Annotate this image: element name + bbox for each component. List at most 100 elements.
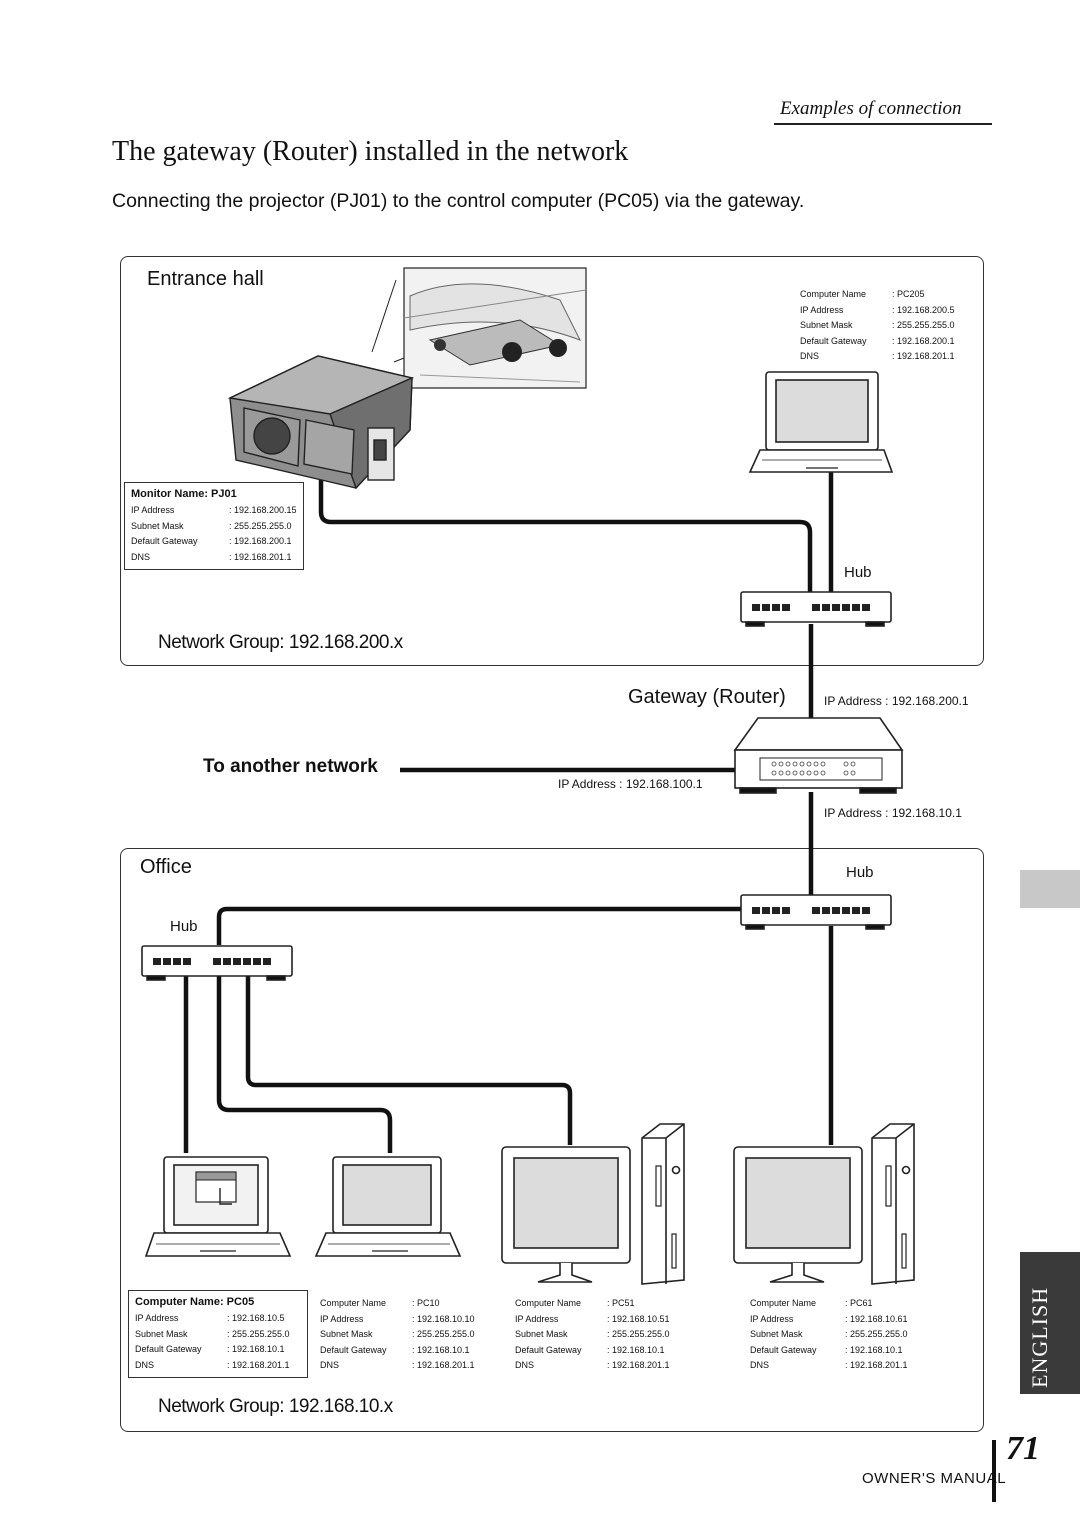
field-label: Subnet Mask: [515, 1329, 568, 1339]
pc10-info: Computer Name: PC10 IP Address: 192.168.…: [320, 1296, 475, 1374]
field-value: : 192.168.10.10: [412, 1313, 475, 1324]
cable-projector-hub: [318, 474, 813, 592]
field-value: : 192.168.10.1: [412, 1344, 470, 1355]
pc61-info: Computer Name : PC61 IP Address : 192.168.…: [750, 1296, 908, 1374]
field-label: Subnet Mask: [131, 520, 184, 531]
pc05-info-box: Computer Name: PC05 IP Address : 192.168.…: [128, 1290, 308, 1378]
laptop-pc05: [144, 1156, 292, 1257]
field-label: IP Address: [320, 1313, 364, 1324]
field-value: : 192.168.201.1: [227, 1359, 290, 1370]
field-label: IP Address: [750, 1313, 794, 1324]
field-label: Computer Name: [515, 1298, 582, 1308]
pc205-info: Computer Name : PC205 IP Address : 192.168…: [800, 287, 955, 365]
laptop-pc205: [748, 371, 894, 473]
field-value: : 192.168.200.1: [229, 536, 292, 546]
network-group-office: Network Group: 192.168.10.x: [158, 1396, 393, 1417]
office-label: Office: [140, 856, 192, 878]
side-tab-dark: [1020, 1252, 1080, 1394]
field-value: : 255.255.255.0: [845, 1329, 908, 1339]
field-value: : 192.168.201.1: [892, 351, 955, 361]
field-value: : 192.168.10.1: [607, 1344, 665, 1355]
desktop-pc61: [733, 1123, 915, 1285]
field-label: IP Address: [131, 505, 175, 515]
gateway-ip-left: IP Address : 192.168.100.1: [558, 777, 703, 791]
pc51-info: Computer Name : PC51 IP Address : 192.168.…: [515, 1296, 670, 1374]
hub-label-office-left: Hub: [170, 918, 198, 935]
page-title: The gateway (Router) installed in the ne…: [112, 136, 629, 167]
gateway-ip-bottom: IP Address : 192.168.10.1: [824, 806, 962, 820]
field-label: Default Gateway: [800, 335, 867, 346]
field-value: : PC61: [845, 1298, 873, 1308]
gateway-router-label: Gateway (Router): [628, 686, 786, 708]
field-value: : PC10: [412, 1298, 440, 1308]
projector-icon: [227, 355, 415, 490]
field-label: Computer Name: [800, 289, 867, 299]
field-label: Computer Name: [750, 1298, 817, 1308]
field-value: : 192.168.10.1: [845, 1344, 903, 1355]
field-value: : 192.168.200.15: [229, 505, 297, 515]
hub-label-office-right: Hub: [846, 864, 874, 881]
field-label: Subnet Mask: [750, 1329, 803, 1339]
field-value: : PC51: [607, 1298, 635, 1308]
field-value: : 192.168.201.1: [845, 1360, 908, 1370]
field-label: Subnet Mask: [800, 320, 853, 330]
field-value: : 255.255.255.0: [412, 1329, 475, 1339]
field-value: : 255.255.255.0: [229, 520, 292, 531]
to-another-network-label: To another network: [203, 756, 378, 777]
field-value: : 192.168.201.1: [607, 1360, 670, 1370]
field-value: : 255.255.255.0: [227, 1328, 290, 1339]
field-label: Default Gateway: [320, 1344, 387, 1355]
field-label: IP Address: [515, 1313, 559, 1324]
field-label: Default Gateway: [135, 1344, 202, 1354]
page-number-rule: [992, 1440, 996, 1502]
page-subtitle: Connecting the projector (PJ01) to the c…: [112, 190, 805, 212]
field-label: DNS: [320, 1360, 340, 1370]
section-header-rule: [774, 123, 992, 125]
field-label: IP Address: [135, 1313, 179, 1323]
language-tab: ENGLISH: [1027, 1286, 1052, 1388]
side-tab-gray: [1020, 870, 1080, 908]
field-value: : 192.168.10.61: [845, 1313, 908, 1324]
field-label: DNS: [515, 1360, 535, 1370]
field-label: Subnet Mask: [320, 1329, 373, 1339]
field-label: DNS: [131, 551, 151, 562]
cable-pc51: [245, 976, 573, 1145]
hub-ports: [153, 604, 870, 965]
laptop-pc10: [314, 1156, 462, 1257]
field-label: Subnet Mask: [135, 1328, 188, 1339]
field-value: : 255.255.255.0: [892, 320, 955, 330]
cables: [183, 470, 834, 1153]
entrance-hall-label: Entrance hall: [147, 268, 264, 290]
hub-label-entrance: Hub: [844, 564, 872, 581]
gateway-ip-top: IP Address : 192.168.200.1: [824, 694, 969, 708]
field-label: DNS: [800, 351, 820, 361]
section-header: Examples of connection: [780, 98, 962, 119]
field-label: DNS: [135, 1359, 155, 1370]
field-value: : 255.255.255.0: [607, 1329, 670, 1339]
router-icon: [733, 717, 904, 794]
cable-hubs: [216, 906, 742, 945]
field-label: Default Gateway: [131, 536, 198, 546]
field-label: IP Address: [800, 304, 844, 315]
field-value: : 192.168.201.1: [412, 1360, 475, 1370]
field-value: : 192.168.200.1: [892, 335, 955, 346]
desktop-pc51: [501, 1123, 685, 1285]
owners-manual-label: OWNER'S MANUAL: [862, 1470, 1007, 1487]
field-value: : 192.168.10.51: [607, 1313, 670, 1324]
pj01-info-box: Monitor Name: PJ01 IP Address : 192.168.2…: [124, 482, 304, 570]
field-label: Default Gateway: [515, 1344, 582, 1355]
field-value: : 192.168.10.1: [227, 1344, 285, 1354]
field-value: : 192.168.201.1: [229, 551, 292, 562]
field-value: : PC205: [892, 289, 925, 299]
field-label: Default Gateway: [750, 1344, 817, 1355]
pc05-title: Computer Name: PC05: [135, 1296, 255, 1308]
network-group-entrance: Network Group: 192.168.200.x: [158, 632, 403, 653]
cable-pc10: [216, 976, 393, 1153]
page-number: 71: [1006, 1430, 1040, 1467]
pj01-title: Monitor Name: PJ01: [131, 488, 237, 500]
field-value: : 192.168.200.5: [892, 304, 955, 315]
projector-image-inset: [371, 267, 587, 389]
field-value: : 192.168.10.5: [227, 1313, 285, 1323]
gateway-label-rule: [810, 686, 813, 714]
field-label: DNS: [750, 1360, 770, 1370]
